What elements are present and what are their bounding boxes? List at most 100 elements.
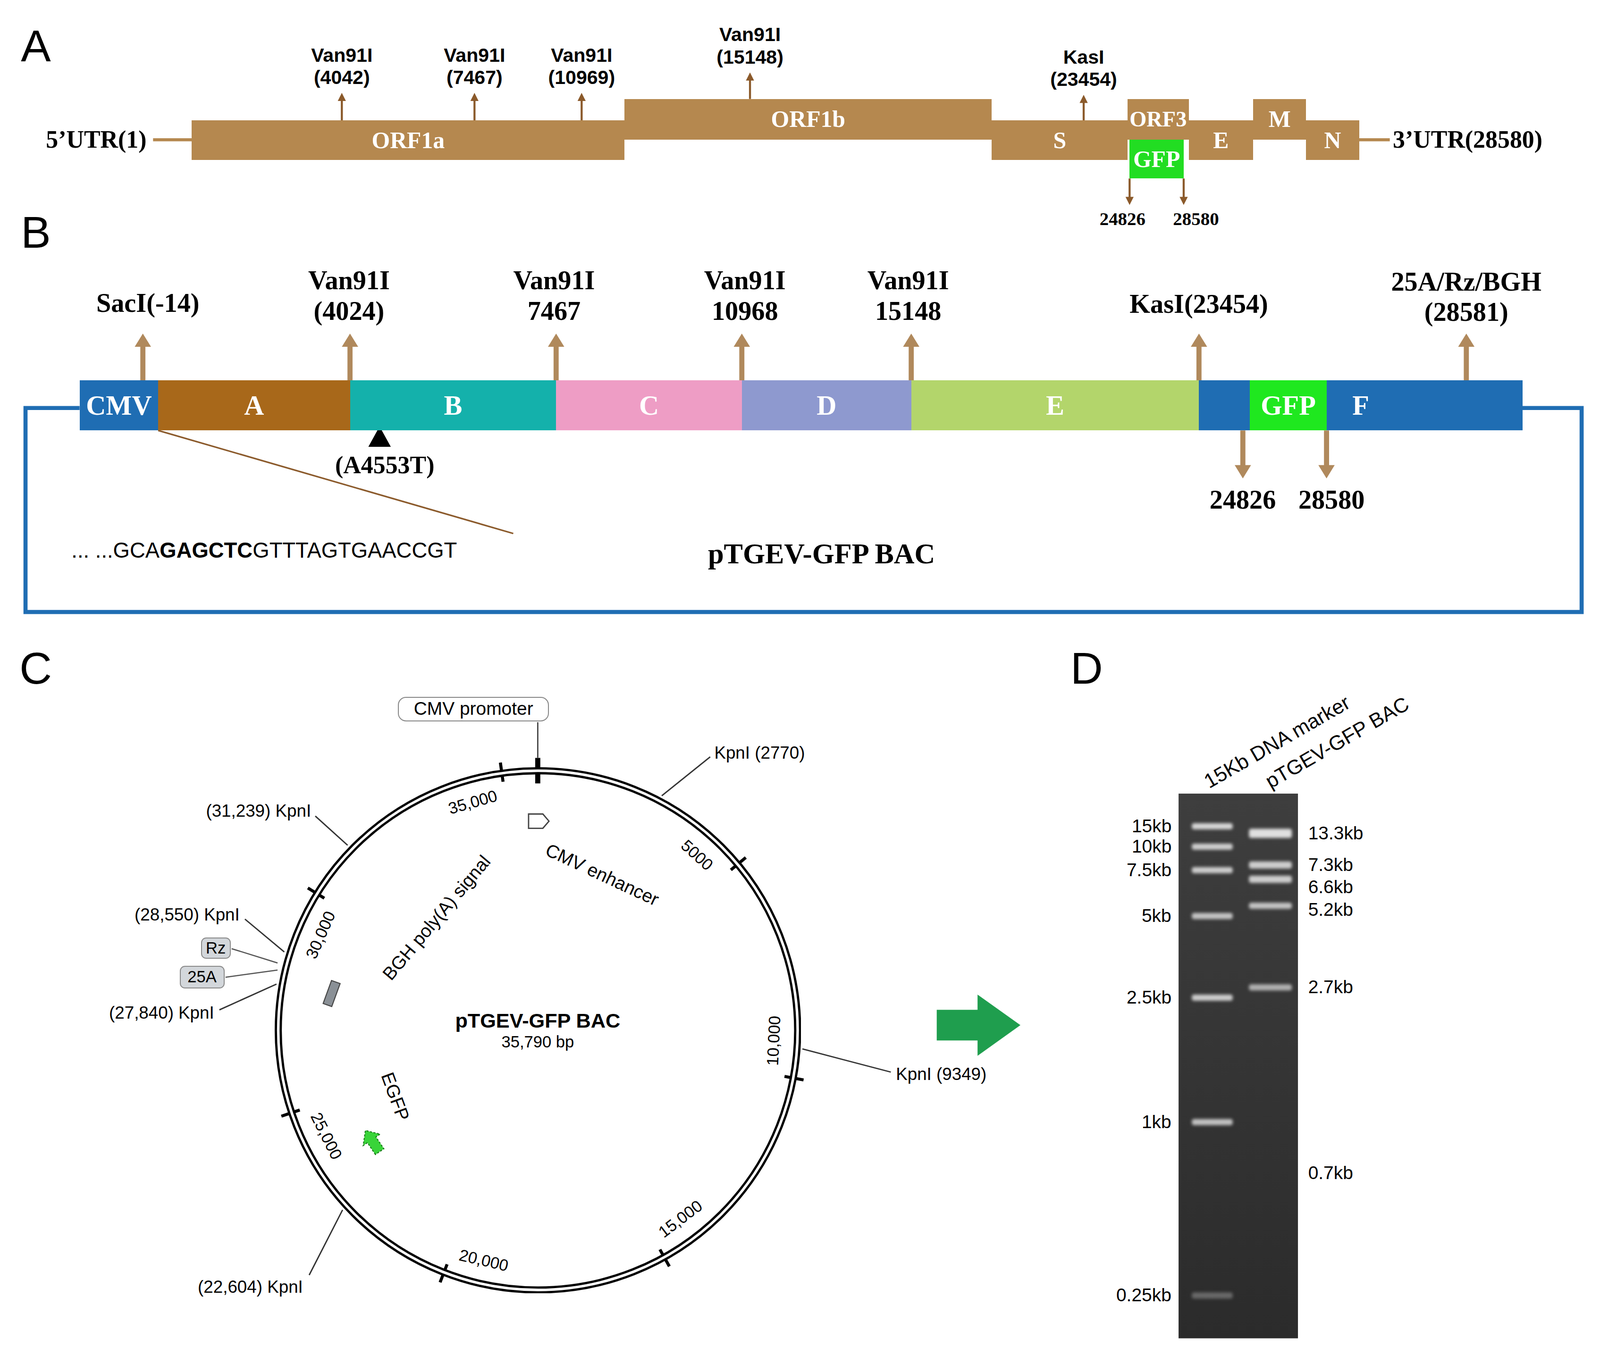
size-marker-label: 0.25kb [1116, 1286, 1172, 1306]
gel-band [1248, 829, 1292, 839]
egfp-arrow [356, 1125, 388, 1158]
gel-image [1178, 793, 1298, 1339]
orf-box: ORF3 [1127, 99, 1189, 140]
site-label: 25A/Rz/BGH (28581) [1390, 266, 1542, 328]
site-label: Van91I (10969) [547, 44, 616, 89]
construct-name: pTGEV-GFP BAC [707, 537, 935, 571]
end-label: 5’UTR(1) [45, 125, 147, 154]
node-text: GFP [1133, 145, 1180, 173]
node-text: 35,790 bp [501, 1033, 574, 1053]
site-label: SacI(-14) [96, 287, 200, 319]
node-text: D [816, 389, 837, 422]
feature-box: Rz [201, 937, 231, 960]
site-label: Van91I (7467) [443, 44, 506, 89]
node-text: A [244, 389, 264, 422]
plasmid-ring-outer [277, 770, 798, 1290]
node-text: E [1045, 389, 1065, 422]
sequence-text: ... ...GCA [71, 538, 160, 564]
scale-number: 10,000 [763, 1015, 785, 1067]
node-text: F [1352, 389, 1370, 422]
orf-box: E [1188, 120, 1254, 160]
leader-line [661, 757, 711, 796]
sequence-text: GTTTAGTGAACCGT [252, 538, 457, 564]
node-text: B [443, 389, 463, 422]
node-text: Rz [205, 939, 226, 959]
band-size-label: 0.7kb [1308, 1164, 1354, 1183]
site-arrow-head [745, 72, 754, 81]
leader-line [802, 1049, 891, 1073]
fragment-segment: E [911, 380, 1200, 431]
position-arrow-head [1125, 196, 1134, 205]
leader-line [225, 970, 278, 978]
position-label: 28580 [1298, 484, 1365, 516]
band-size-label: 7.3kb [1308, 856, 1354, 875]
leader-line [537, 722, 539, 759]
site-arrow-head [577, 92, 586, 102]
size-marker-label: 7.5kb [1126, 861, 1172, 880]
orf-box: S [991, 120, 1128, 160]
enhancer-symbol [528, 814, 549, 829]
site-arrow-head [1190, 333, 1208, 347]
site-arrow [553, 345, 559, 381]
site-arrow-head [733, 333, 750, 347]
node-text: ORF3 [1129, 106, 1187, 132]
fragment-segment: A [158, 380, 350, 431]
node-text: C [639, 389, 659, 422]
site-arrow [749, 79, 751, 100]
position-label: 24826 [1099, 208, 1146, 230]
node-text: ORF1a [371, 126, 445, 154]
site-arrow [1463, 345, 1469, 381]
position-arrow [1128, 178, 1131, 198]
site-arrow [739, 345, 745, 381]
node-text: N [1324, 126, 1342, 154]
leader-line [219, 984, 277, 1011]
plasmid-ring-gap [277, 770, 798, 1290]
site-label: Van91I 10968 [703, 265, 787, 327]
leader-line [315, 816, 348, 846]
orf-box: M [1253, 99, 1306, 140]
bac-backbone-loop [25, 408, 1582, 613]
node-text: GFP [1260, 389, 1316, 422]
site-arrow-head [470, 92, 479, 102]
panel-arrow [936, 994, 1021, 1057]
kpni-site-label: (22,604) KpnI [197, 1277, 304, 1298]
gel-band [1248, 861, 1292, 869]
site-label: Van91I 7467 [512, 265, 596, 327]
kpni-site-label: (27,840) KpnI [109, 1003, 215, 1024]
site-label: KasI(23454) [1129, 288, 1269, 320]
size-marker-label: 15kb [1131, 817, 1172, 836]
site-arrow [1082, 101, 1085, 121]
node-text: M [1268, 105, 1291, 133]
plasmid-map: pTGEV-GFP BAC35,790 bp [274, 767, 802, 1295]
site-arrow [908, 345, 914, 381]
band-size-label: 6.6kb [1308, 878, 1354, 897]
position-arrow [1182, 178, 1185, 198]
polya-symbol [323, 980, 341, 1007]
position-label: 28580 [1172, 208, 1219, 230]
node-text: E [1212, 126, 1229, 154]
node-text: S [1052, 126, 1067, 154]
fragment-segment: D [741, 380, 912, 431]
node-text: ORF1b [771, 105, 846, 133]
kpni-site-label: (31,239) KpnI [205, 801, 312, 822]
end-label: 3’UTR(28580) [1392, 125, 1543, 154]
position-arrow-head [1179, 196, 1188, 205]
scale-number: 20,000 [457, 1246, 511, 1276]
gel-band [1191, 823, 1233, 830]
position-label: 24826 [1209, 484, 1277, 516]
panel-letter: A [20, 20, 51, 72]
band-size-label: 5.2kb [1308, 901, 1354, 920]
size-marker-label: 5kb [1141, 907, 1172, 926]
site-arrow [473, 100, 476, 121]
feature-label: CMV enhancer [541, 840, 662, 911]
kpni-site-label: (28,550) KpnI [134, 905, 240, 926]
band-size-label: 2.7kb [1308, 978, 1354, 997]
feature-label: BGH poly(A) signal [378, 851, 496, 986]
site-arrow-head [1457, 333, 1475, 347]
site-arrow [140, 345, 146, 381]
size-marker-label: 10kb [1131, 837, 1172, 857]
site-arrow [347, 345, 353, 381]
site-label: Van91I 15148 [867, 265, 950, 327]
